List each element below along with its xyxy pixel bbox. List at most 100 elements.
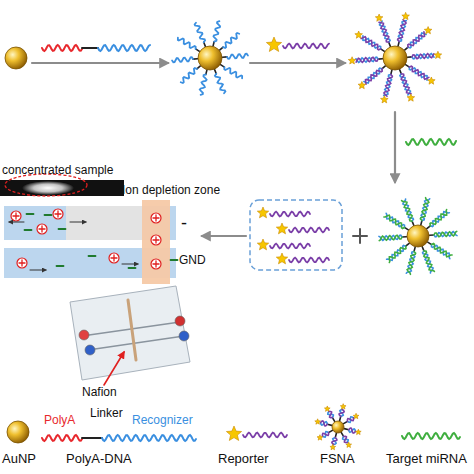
chip-reservoir bbox=[85, 345, 95, 355]
hybridized-strand bbox=[339, 410, 344, 417]
legend-samples bbox=[7, 404, 460, 450]
chip-body bbox=[70, 286, 190, 380]
fluorescence-glow bbox=[22, 181, 74, 195]
functionalized-nanoparticle bbox=[315, 404, 361, 450]
plus-symbol bbox=[359, 229, 361, 243]
hybridized-strand bbox=[332, 438, 337, 445]
hybridized-strand bbox=[322, 433, 328, 437]
segment-label: PolyA bbox=[44, 414, 75, 427]
hybridized-strand bbox=[420, 198, 428, 221]
highlight-ellipse bbox=[5, 174, 87, 196]
hybridized-strand bbox=[329, 411, 333, 417]
recognizer-strand bbox=[195, 23, 205, 43]
linker-segment bbox=[82, 437, 102, 439]
linker-segment bbox=[82, 47, 98, 49]
hybridized-strand bbox=[347, 418, 353, 422]
legend-item: Target miRNA bbox=[386, 452, 467, 466]
reporter-star bbox=[276, 253, 287, 264]
hybridized-strand bbox=[384, 74, 392, 96]
recognizer-strand bbox=[181, 68, 197, 83]
cation-sign bbox=[155, 215, 156, 221]
cation-symbol bbox=[151, 259, 161, 269]
cation-symbol bbox=[53, 209, 63, 219]
part-label: Nafion bbox=[82, 386, 117, 399]
anion-sign bbox=[59, 228, 66, 230]
reporter-star bbox=[257, 207, 268, 218]
recognizer-strand bbox=[321, 422, 328, 425]
legend-item: AuNP bbox=[2, 452, 36, 466]
segment-label: Recognizer bbox=[132, 414, 193, 427]
polya-segment bbox=[42, 45, 82, 51]
reporter-star bbox=[266, 37, 281, 51]
reporter-star bbox=[355, 31, 363, 38]
reporter-star bbox=[358, 81, 366, 88]
recognizer-strand bbox=[380, 21, 391, 42]
hybridized-strand bbox=[384, 215, 405, 228]
migration-arrow bbox=[30, 270, 46, 271]
polya-segment bbox=[42, 435, 82, 441]
gold-nanoparticle bbox=[383, 46, 407, 70]
zone-label: Ion depletion zone bbox=[122, 184, 220, 197]
cation-sign bbox=[155, 261, 156, 267]
hybridized-strand bbox=[379, 22, 389, 42]
process-arrow bbox=[202, 235, 246, 237]
reporter-star bbox=[276, 223, 287, 234]
process-arrow bbox=[250, 62, 345, 64]
reporter-star bbox=[375, 14, 383, 21]
legend-item: Reporter bbox=[218, 452, 269, 466]
cation-sign bbox=[41, 226, 42, 232]
anion-sign bbox=[129, 267, 136, 269]
recognizer-strand bbox=[340, 410, 343, 417]
reporter-strand bbox=[283, 44, 329, 49]
reporter-star bbox=[424, 27, 432, 34]
reporter-star bbox=[324, 406, 330, 411]
cation-symbol bbox=[151, 213, 161, 223]
reporter-star bbox=[353, 413, 359, 418]
hybridized-strand bbox=[407, 252, 415, 275]
hybridized-strand bbox=[424, 251, 435, 272]
cation-symbol bbox=[109, 253, 119, 263]
functionalized-nanoparticle bbox=[379, 198, 457, 275]
reporter-star bbox=[330, 444, 336, 449]
recognizer-strand bbox=[384, 74, 392, 95]
segment-label: Linker bbox=[90, 407, 123, 420]
anion-sign bbox=[57, 265, 64, 267]
anion-sign bbox=[45, 214, 52, 216]
cation-symbol bbox=[37, 224, 47, 234]
artwork bbox=[0, 12, 460, 449]
recognizer-strand bbox=[343, 436, 349, 442]
cation-sign bbox=[113, 255, 114, 261]
legend-item: FSNA bbox=[320, 452, 355, 466]
hybridized-strand bbox=[398, 20, 406, 42]
recognizer-strand bbox=[224, 67, 242, 78]
reporter-star bbox=[340, 404, 346, 409]
recognizer-strand bbox=[172, 57, 193, 62]
target-mirna-strand bbox=[402, 433, 460, 439]
anion-sign bbox=[171, 259, 178, 261]
legend-text: PolyA-DNA bbox=[66, 451, 132, 466]
gold-nanoparticle bbox=[332, 421, 344, 433]
hybridized-strand bbox=[349, 428, 356, 433]
functionalized-nanoparticle bbox=[348, 12, 441, 103]
hybridized-strand bbox=[401, 74, 411, 94]
reporter-star bbox=[317, 435, 323, 440]
legend-text: AuNP bbox=[2, 451, 36, 466]
cation-sign bbox=[57, 211, 58, 217]
recognizer-strand bbox=[356, 57, 378, 62]
functionalized-nanoparticle bbox=[172, 21, 248, 95]
process-arrow bbox=[394, 112, 396, 182]
electrode-label: GND bbox=[179, 254, 206, 267]
hybridized-strand bbox=[402, 201, 413, 222]
reporter-star bbox=[348, 57, 356, 64]
released-reporter-box bbox=[250, 200, 342, 270]
reporter-star bbox=[402, 12, 410, 19]
reporter-strand bbox=[289, 228, 329, 233]
hybridized-strand bbox=[412, 54, 434, 59]
reporter-strand bbox=[243, 433, 287, 438]
recognizer-strand bbox=[379, 235, 402, 240]
process-arrow bbox=[32, 62, 168, 64]
electrode-label: - bbox=[181, 214, 187, 234]
recognizer-strand bbox=[328, 412, 334, 418]
target-mirna-strand bbox=[406, 139, 456, 145]
